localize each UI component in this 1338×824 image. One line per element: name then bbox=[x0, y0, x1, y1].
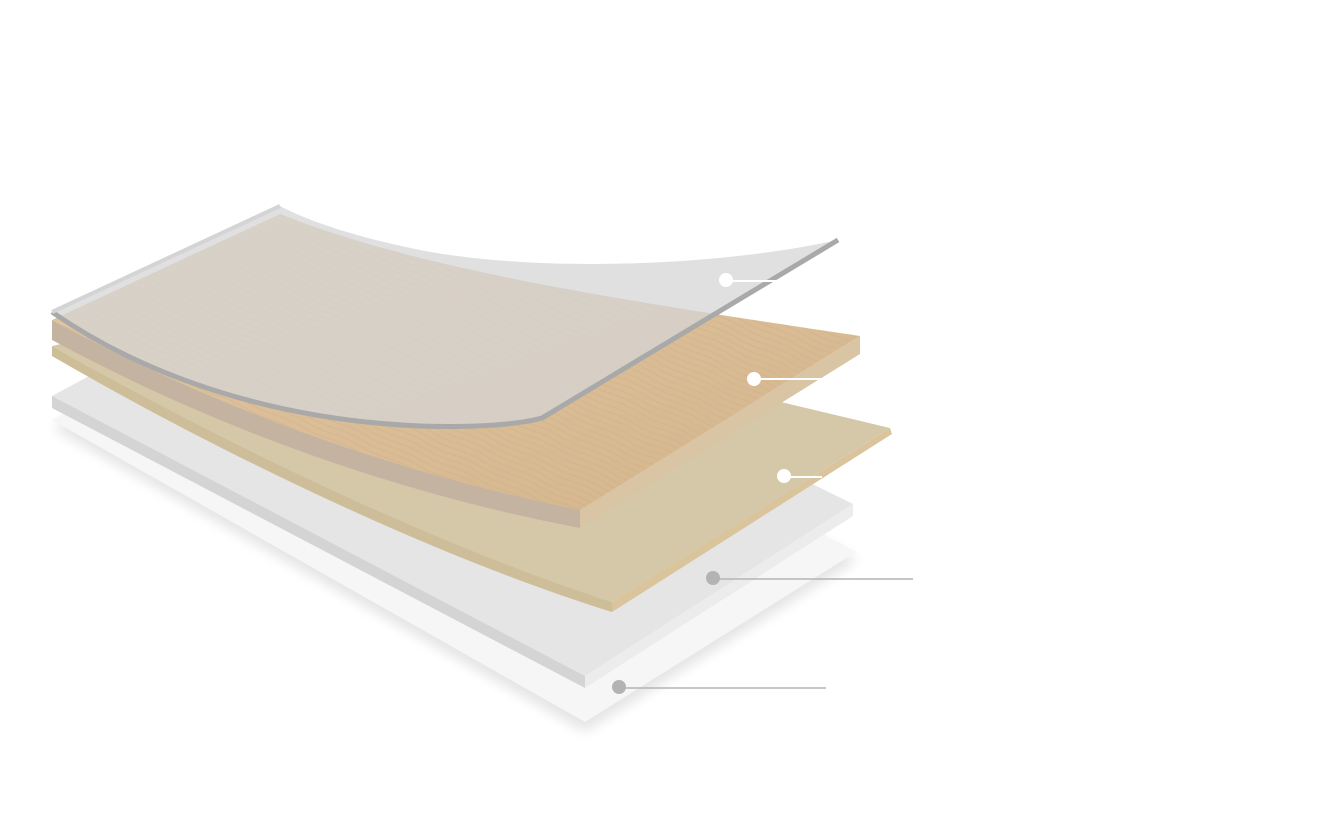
callouts bbox=[612, 273, 913, 694]
callout-marker[interactable] bbox=[706, 571, 720, 585]
callout-marker[interactable] bbox=[747, 372, 761, 386]
callout-protective-coating bbox=[719, 273, 776, 287]
callout-marker[interactable] bbox=[612, 680, 626, 694]
core-board-side-edge bbox=[612, 428, 892, 612]
underlay-side-edge bbox=[585, 504, 853, 688]
callout-marker[interactable] bbox=[719, 273, 733, 287]
wood-veneer-front-edge bbox=[52, 320, 580, 528]
protective-coating-layer bbox=[50, 204, 840, 430]
callout-marker[interactable] bbox=[777, 469, 791, 483]
protective-coating-sheet bbox=[52, 206, 838, 427]
wood-veneer-side-edge bbox=[580, 336, 860, 528]
core-board-front-edge bbox=[52, 346, 612, 612]
callout-core-board bbox=[777, 469, 822, 483]
underlay-front-edge bbox=[52, 396, 585, 688]
protective-coating-back-edge bbox=[51, 204, 281, 314]
callout-wood-veneer bbox=[747, 372, 822, 386]
callout-base-sheet bbox=[612, 680, 826, 694]
protective-coating-rim bbox=[50, 237, 840, 430]
callout-underlay bbox=[706, 571, 913, 585]
